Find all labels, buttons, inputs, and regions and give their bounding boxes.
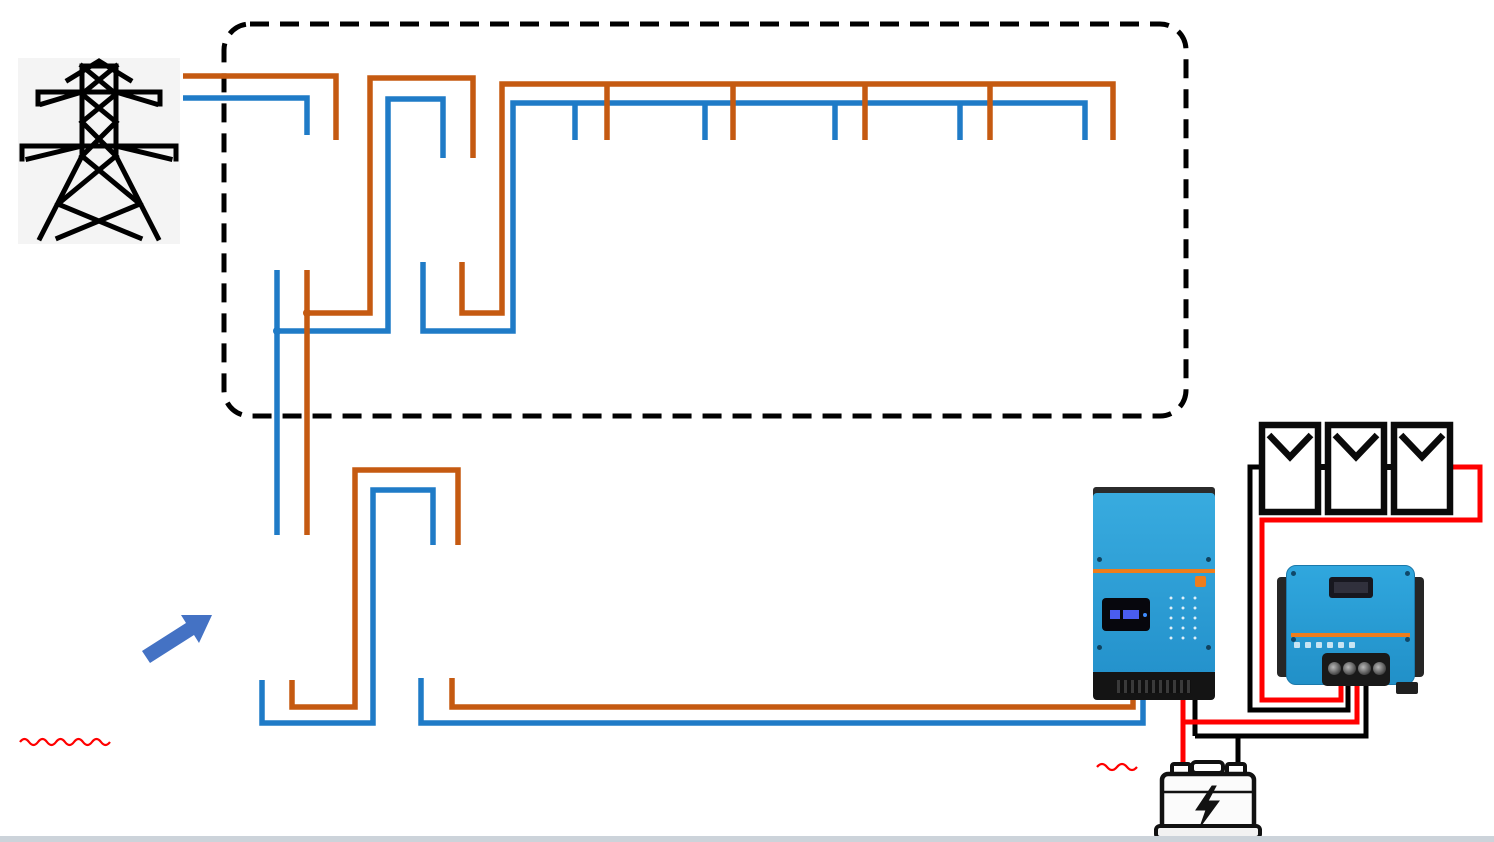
inverter-logo-chip [1195, 576, 1206, 587]
inverter-top-bar [1093, 487, 1215, 497]
slide-edge-bar [0, 836, 1494, 842]
inverter-vents [1117, 680, 1191, 693]
solar-panel-icon [1258, 421, 1322, 516]
live-wires [183, 73, 1136, 710]
mppt-display [1329, 577, 1373, 598]
inverter-display [1102, 598, 1150, 631]
solar-panel-icon [1324, 421, 1388, 516]
victron-mppt-charge-controller [1277, 565, 1424, 694]
neutral-wires [183, 95, 1146, 726]
mppt-orange-stripe [1291, 633, 1410, 637]
mppt-terminal-block [1322, 653, 1390, 686]
solar-panel-array [1258, 421, 1454, 516]
wire-junction [303, 309, 311, 317]
ve-can-connector [1396, 682, 1418, 694]
dc-negative-wires [1192, 464, 1369, 776]
inverter-orange-stripe [1093, 569, 1215, 573]
squiggle-underline [1096, 762, 1138, 772]
distribution-box-dashed-border [221, 21, 1189, 419]
squiggle-underline [19, 737, 111, 747]
callout-arrow-icon [142, 615, 212, 663]
lightning-bolt-icon [1195, 785, 1220, 828]
power-tower-icon [18, 58, 180, 244]
certification-icons [1294, 642, 1384, 648]
inverter-terminal-section [1093, 672, 1215, 700]
battery-icon [1154, 760, 1262, 840]
inverter-led-panel [1165, 593, 1205, 645]
victron-multiplus-inverter [1093, 487, 1215, 700]
wire-junction [273, 327, 281, 335]
solar-panel-icon [1390, 421, 1454, 516]
